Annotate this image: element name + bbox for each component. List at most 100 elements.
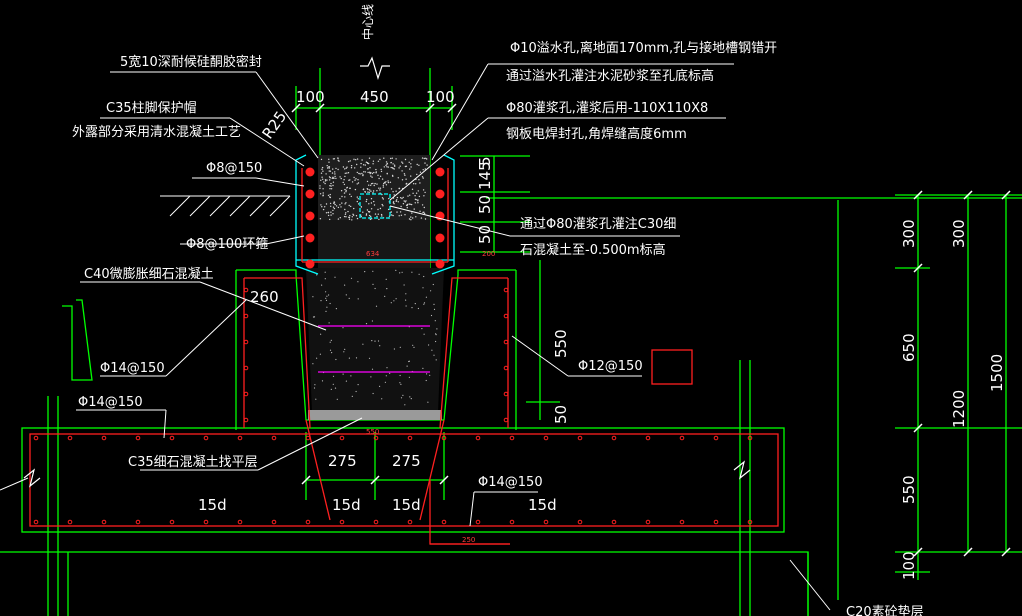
rebar-section bbox=[543, 435, 549, 441]
concrete-grain bbox=[370, 190, 372, 192]
concrete-grain bbox=[379, 385, 381, 387]
rebar-section bbox=[577, 519, 583, 525]
concrete-grain bbox=[368, 157, 371, 159]
concrete-grain bbox=[378, 218, 380, 221]
concrete-grain bbox=[409, 194, 411, 196]
concrete-grain bbox=[321, 284, 323, 286]
concrete-grain bbox=[332, 168, 334, 170]
concrete-grain bbox=[325, 297, 327, 299]
concrete-grain bbox=[405, 299, 407, 301]
concrete-grain bbox=[433, 308, 436, 310]
concrete-grain bbox=[346, 187, 348, 189]
rebar-section bbox=[135, 435, 141, 441]
concrete-grain bbox=[337, 159, 339, 161]
concrete-grain bbox=[400, 197, 402, 199]
concrete-grain bbox=[425, 379, 427, 382]
dim-top-right: 100 bbox=[426, 88, 455, 106]
rebar-section bbox=[271, 519, 277, 525]
concrete-grain bbox=[370, 202, 373, 204]
concrete-grain bbox=[370, 198, 373, 200]
concrete-grain bbox=[401, 271, 403, 273]
concrete-grain bbox=[357, 182, 360, 184]
concrete-grain bbox=[312, 296, 314, 298]
concrete-grain bbox=[334, 387, 337, 389]
note-rebar-ring: Φ8@100环箍 bbox=[186, 236, 268, 252]
rebar-section bbox=[747, 519, 753, 525]
rebar-section bbox=[339, 435, 345, 441]
concrete-grain bbox=[403, 173, 406, 175]
rebar-section bbox=[243, 313, 249, 319]
concrete-grain bbox=[320, 158, 323, 161]
concrete-grain bbox=[370, 376, 372, 378]
concrete-grain bbox=[401, 170, 403, 172]
concrete-grain bbox=[368, 184, 370, 186]
dim-v50b: 50 bbox=[476, 225, 494, 244]
concrete-grain bbox=[341, 202, 343, 204]
concrete-grain bbox=[328, 322, 330, 324]
concrete-grain bbox=[387, 180, 389, 182]
concrete-grain bbox=[329, 193, 331, 196]
concrete-grain bbox=[380, 170, 383, 173]
concrete-grain bbox=[349, 179, 351, 181]
concrete-grain bbox=[372, 192, 374, 194]
concrete-grain bbox=[337, 168, 339, 171]
concrete-grain bbox=[406, 204, 408, 207]
rebar-section bbox=[101, 519, 107, 525]
concrete-grain bbox=[347, 210, 349, 213]
concrete-grain bbox=[402, 203, 405, 205]
note-rebar-b: Φ14@150 bbox=[100, 361, 165, 376]
concrete-grain bbox=[435, 340, 437, 343]
concrete-grain bbox=[350, 165, 353, 167]
rebar-section bbox=[271, 435, 277, 441]
rebar-section bbox=[679, 519, 685, 525]
concrete-grain bbox=[393, 348, 395, 350]
concrete-grain bbox=[330, 185, 332, 187]
concrete-grain bbox=[389, 372, 391, 374]
concrete-grain bbox=[422, 287, 424, 289]
concrete-grain bbox=[405, 178, 407, 180]
concrete-grain bbox=[381, 215, 383, 217]
concrete-grain bbox=[332, 158, 335, 160]
concrete-grain bbox=[392, 167, 394, 170]
concrete-grain bbox=[408, 376, 410, 378]
concrete-grain bbox=[355, 215, 358, 217]
rebar-section bbox=[509, 435, 515, 441]
concrete-grain bbox=[332, 209, 334, 212]
note-drain-hole-2: 通过溢水孔灌注水泥砂浆至孔底标高 bbox=[506, 68, 714, 84]
concrete-grain bbox=[435, 334, 437, 336]
concrete-grain bbox=[383, 166, 385, 168]
leader-lines bbox=[0, 63, 831, 611]
concrete-grain bbox=[353, 176, 355, 179]
concrete-grain bbox=[418, 164, 420, 166]
dim-top-left: 100 bbox=[296, 88, 325, 106]
rebar-dot bbox=[435, 189, 445, 199]
concrete-grain bbox=[411, 188, 414, 190]
concrete-grain bbox=[417, 307, 419, 310]
dim-ticks bbox=[291, 103, 1011, 557]
concrete-grain bbox=[316, 274, 318, 276]
concrete-grain bbox=[401, 161, 403, 163]
concrete-grain bbox=[392, 163, 394, 165]
concrete-grain bbox=[344, 213, 347, 215]
concrete-grain bbox=[382, 184, 384, 186]
concrete-grain bbox=[400, 383, 402, 385]
rebar-section bbox=[305, 519, 311, 525]
concrete-grain bbox=[358, 172, 360, 175]
concrete-grain bbox=[352, 214, 355, 216]
concrete-grain bbox=[386, 173, 388, 175]
concrete-grain bbox=[347, 160, 350, 163]
dim-v5: 5 bbox=[476, 156, 494, 166]
concrete-grain bbox=[332, 176, 334, 178]
concrete-grain bbox=[374, 213, 377, 215]
dim-w275b: 275 bbox=[392, 452, 421, 470]
concrete-grain bbox=[356, 163, 358, 166]
rebar-section-dots bbox=[33, 287, 753, 525]
concrete-grain bbox=[320, 333, 322, 335]
concrete-grain bbox=[417, 190, 419, 192]
concrete-grain bbox=[354, 167, 356, 169]
concrete-grain bbox=[355, 390, 357, 393]
concrete-grain bbox=[436, 328, 438, 330]
concrete-grain bbox=[345, 167, 347, 169]
concrete-grain bbox=[365, 214, 368, 216]
concrete-grain bbox=[344, 175, 346, 178]
